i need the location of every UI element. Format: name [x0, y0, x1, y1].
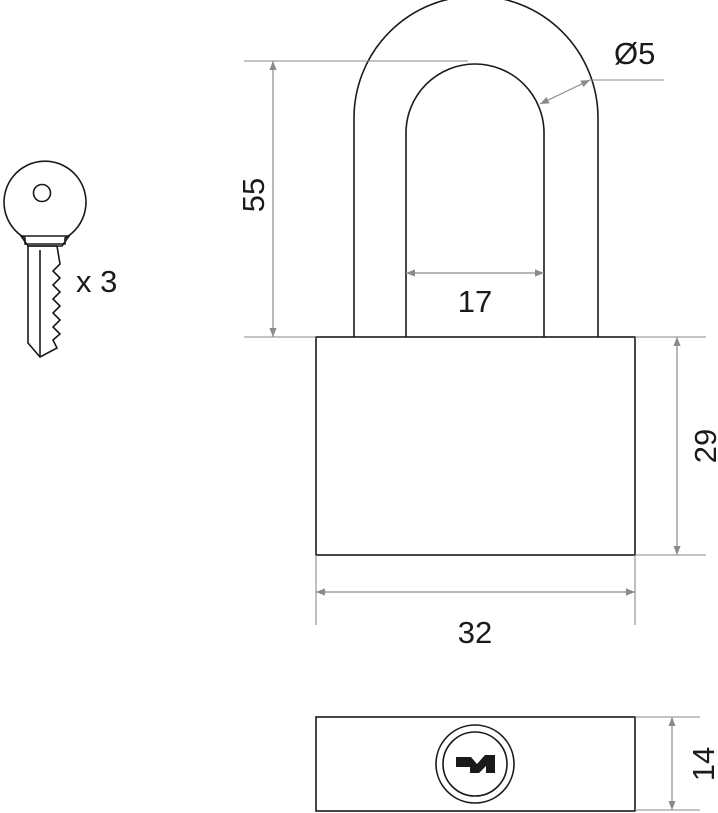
dimension-shackle-height: [244, 60, 468, 338]
shackle: [353, 0, 599, 338]
dimension-shackle-diameter: [539, 79, 664, 105]
dimension-body-depth: [635, 716, 700, 811]
shackle-height-label: 55: [236, 178, 271, 212]
key-bow: [3, 160, 87, 245]
key-icon: [3, 160, 87, 359]
padlock-body-front: [315, 336, 636, 556]
shackle-inner-width-label: 17: [458, 284, 492, 319]
body-height-label: 29: [688, 429, 718, 463]
shackle-diameter-label: Ø5: [614, 36, 655, 71]
key-blade: [27, 245, 62, 359]
dimension-body-width: [315, 555, 636, 625]
shackle-outer: [353, 0, 599, 338]
keyhole-icon: [435, 724, 515, 804]
key-hole: [32, 183, 52, 203]
body-width-label: 32: [458, 615, 492, 650]
key-shoulder: [19, 235, 71, 247]
shackle-inner: [405, 63, 545, 338]
body-depth-label: 14: [686, 747, 718, 781]
dimension-body-height: [635, 336, 706, 556]
key-quantity-label: x 3: [76, 264, 117, 299]
